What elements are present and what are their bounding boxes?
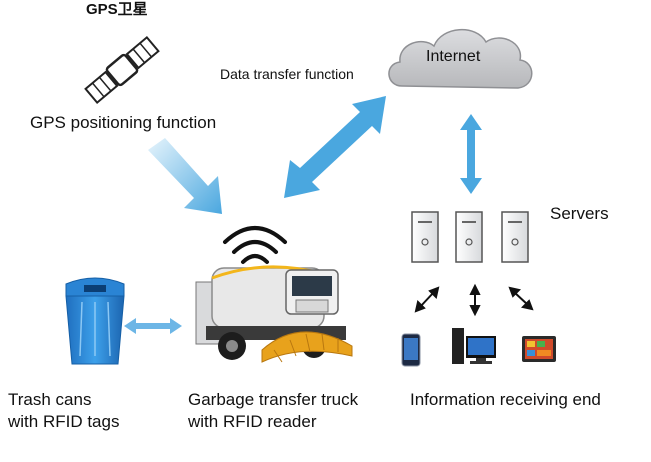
gps-positioning-label: GPS positioning function — [30, 113, 217, 132]
gps-arrow — [148, 138, 222, 214]
data-transfer-arrow — [284, 96, 386, 198]
trash-can-label-line1: Trash cans — [8, 390, 92, 409]
gps-satellite-title: GPS卫星 — [86, 1, 148, 18]
servers-label: Servers — [550, 204, 609, 223]
desktop-computer-icon — [452, 328, 496, 364]
truck-label-line1: Garbage transfer truck — [188, 390, 359, 409]
tablet-icon — [522, 336, 556, 362]
server-icon — [411, 211, 529, 263]
rfid-link-arrow — [124, 318, 182, 334]
satellite-icon — [84, 35, 160, 105]
device-arrows — [414, 283, 534, 317]
data-transfer-label: Data transfer function — [220, 66, 354, 82]
cloud-icon — [388, 28, 533, 89]
trash-can-icon — [65, 277, 125, 365]
information-receiving-end-label: Information receiving end — [410, 390, 601, 409]
trash-can-label-line2: with RFID tags — [8, 412, 120, 431]
phone-icon — [401, 333, 421, 367]
internet-label: Internet — [426, 48, 481, 65]
truck-label-line2: with RFID reader — [188, 412, 317, 431]
wifi-signal-icon — [223, 226, 287, 264]
internet-server-arrow — [460, 114, 482, 194]
garbage-truck-icon — [195, 265, 353, 363]
